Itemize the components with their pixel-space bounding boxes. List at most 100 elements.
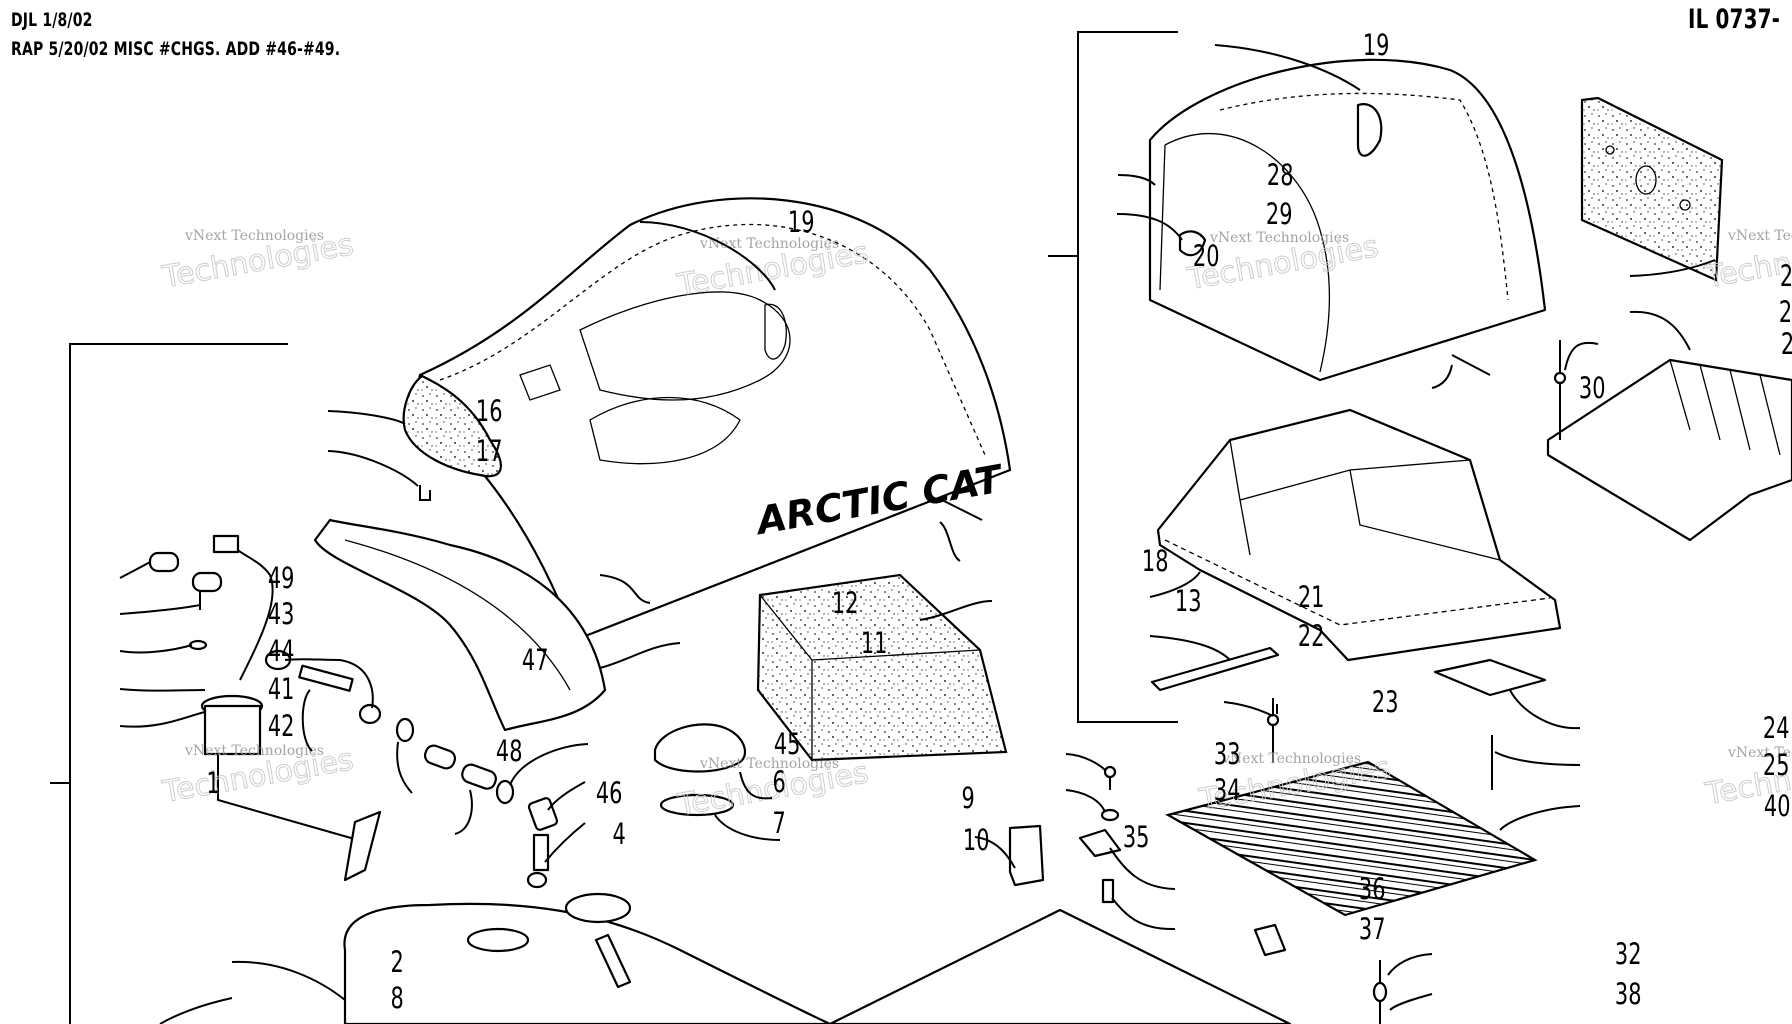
- foam-block: [756, 573, 1008, 762]
- leader-line: [1509, 689, 1581, 730]
- callout-35: 35: [1123, 822, 1150, 855]
- callout-2: 2: [391, 947, 404, 980]
- leader-line: [509, 743, 589, 786]
- watermark-text: vNext Technologies: [184, 743, 324, 759]
- callout-33: 33: [1214, 739, 1241, 772]
- bracket-plate: [1433, 658, 1547, 697]
- callout-11: 11: [861, 628, 888, 661]
- callout-49: 49: [268, 563, 295, 596]
- callout-41: 41: [268, 674, 295, 707]
- leader-line: [1387, 953, 1433, 976]
- leader-line: [1629, 259, 1716, 277]
- callout-26: 26: [1780, 261, 1792, 294]
- leader-line: [1223, 701, 1274, 717]
- leader-line: [231, 960, 346, 1001]
- foam-pad: [1580, 96, 1724, 282]
- callout-6: 6: [773, 767, 786, 800]
- leader-line: [1116, 213, 1183, 241]
- callout-25: 25: [1763, 750, 1790, 783]
- callout-20: 20: [1193, 241, 1220, 274]
- callout-19: 19: [788, 207, 815, 240]
- leader-line: [1111, 897, 1176, 931]
- panel: [828, 908, 1292, 1024]
- callout-23: 23: [1781, 329, 1792, 362]
- callout-28: 28: [1267, 160, 1294, 193]
- leader-line: [1494, 751, 1581, 766]
- callout-42: 42: [268, 711, 295, 744]
- callout-46: 46: [596, 778, 623, 811]
- callout-22: 22: [1298, 621, 1325, 654]
- callout-18: 18: [1142, 546, 1169, 579]
- hoses-and-fittings: [148, 551, 559, 889]
- leader-line: [327, 450, 419, 487]
- fuel-tank: [343, 892, 832, 1024]
- callout-21: 21: [1298, 582, 1325, 615]
- watermark-text: vNext Technologies: [699, 236, 839, 252]
- rod-30: [1451, 354, 1491, 376]
- callout-40: 40: [1764, 791, 1791, 824]
- revision-note-2: RAP 5/20/02 MISC #CHGS. ADD #46-#49.: [11, 38, 341, 60]
- callout-30: 30: [1579, 373, 1606, 406]
- leader-line: [119, 644, 193, 654]
- rod-22: [1150, 646, 1280, 692]
- drawing-ref: IL 0737-: [1688, 4, 1781, 35]
- callout-47: 47: [522, 645, 549, 678]
- leader-line: [301, 689, 313, 752]
- callout-38: 38: [1615, 979, 1642, 1012]
- leader-line: [119, 561, 151, 579]
- bracket-lines: [50, 31, 1178, 1024]
- watermark-text: vNext Technologies: [184, 228, 324, 244]
- callout-37: 37: [1359, 914, 1386, 947]
- leader-line: [119, 688, 206, 692]
- leader-line: [1214, 44, 1361, 91]
- leader-lines: [119, 44, 1716, 1024]
- callout-45: 45: [774, 729, 801, 762]
- callout-16: 16: [476, 396, 503, 429]
- callout-7: 7: [773, 808, 786, 841]
- leader-line: [1564, 341, 1599, 371]
- leader-line: [599, 642, 681, 669]
- callout-32: 32: [1615, 939, 1642, 972]
- leader-line: [974, 836, 1016, 869]
- watermarks: vNext Technologies Technologies vNext Te…: [159, 227, 1792, 824]
- leader-line: [1629, 310, 1691, 351]
- storage-box: [1156, 408, 1562, 662]
- leader-line: [454, 789, 473, 835]
- watermark-text: vNext Technologies: [1727, 228, 1792, 244]
- leader-line: [547, 781, 586, 811]
- leader-line: [159, 997, 233, 1024]
- revision-note-1: DJL 1/8/02: [11, 9, 93, 31]
- callout-1: 1: [207, 768, 220, 801]
- leader-line: [1431, 364, 1453, 389]
- callout-13: 13: [1175, 586, 1202, 619]
- leader-line: [284, 658, 374, 709]
- callout-24: 24: [1763, 713, 1790, 746]
- leader-line: [544, 822, 586, 863]
- callout-19: 19: [1363, 30, 1390, 63]
- leader-line: [327, 410, 406, 425]
- leader-line: [119, 711, 206, 728]
- seat-base: [313, 518, 607, 732]
- passenger-seat: [1148, 58, 1547, 382]
- callout-44: 44: [268, 636, 295, 669]
- fuel-sender: [200, 534, 382, 882]
- rod: [937, 497, 983, 521]
- clip: [419, 485, 431, 501]
- watermark-text: vNext Technologies: [1727, 745, 1792, 761]
- leader-line: [1117, 174, 1156, 186]
- callout-36: 36: [1359, 874, 1386, 907]
- leader-line: [714, 814, 781, 841]
- leader-line: [1149, 635, 1231, 661]
- leader-line: [1109, 847, 1176, 890]
- watermark-text: vNext Technologies: [1221, 751, 1361, 767]
- callout-29: 29: [1266, 199, 1293, 232]
- tray: [1546, 358, 1792, 542]
- fuel-cap: [653, 723, 747, 817]
- callout-43: 43: [268, 599, 295, 632]
- leader-line: [739, 771, 773, 800]
- callout-17: 17: [476, 436, 503, 469]
- leader-line: [396, 741, 413, 794]
- leader-line: [1065, 789, 1106, 813]
